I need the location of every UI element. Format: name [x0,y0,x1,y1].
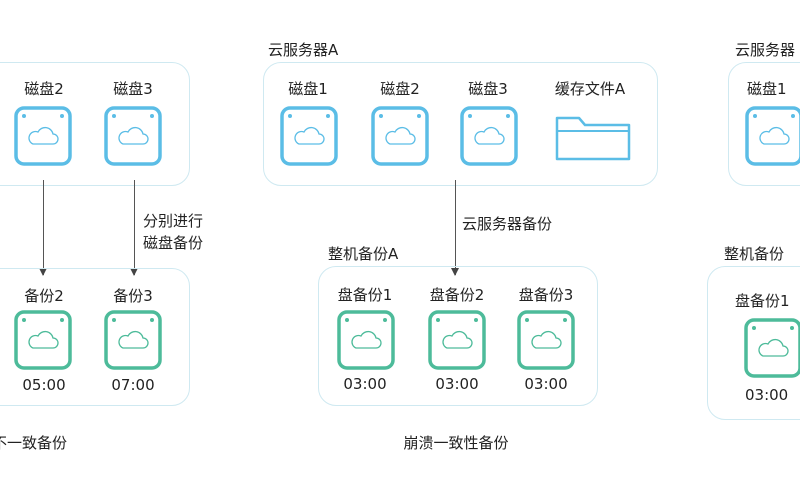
middle-server-box [263,62,658,186]
server-title: 云服务器A [268,41,339,59]
right-server-box [728,62,800,186]
backup-label: 备份2 [24,287,64,305]
disk-cloud-icon [104,106,162,166]
middle-backup-box [318,266,598,406]
backup-cloud-icon [337,310,395,370]
left-backup-box [0,268,190,406]
disk-label: 磁盘2 [380,80,420,98]
backup-label: 备份3 [113,287,153,305]
backup-cloud-icon [517,310,575,370]
backup-time: 03:00 [745,386,789,404]
backup-label: 盘备份1 [735,292,790,310]
arrow-label-line2: 磁盘备份 [143,234,204,252]
backup-time: 03:00 [435,375,479,393]
backup-label: 盘备份1 [337,286,393,304]
caption: 崩溃一致性备份 [403,434,509,452]
disk-cloud-icon [14,106,72,166]
backup-cloud-icon [14,310,72,370]
backup-time: 03:00 [343,375,387,393]
cache-label: 缓存文件A [554,80,626,98]
arrow-label: 云服务器备份 [462,215,553,233]
backup-title: 整机备份 [724,245,785,263]
backup-cloud-icon [744,318,800,378]
disk-label: 磁盘3 [113,80,153,98]
disk-label: 磁盘3 [468,80,508,98]
caption: 不一致备份 [0,434,68,452]
backup-label: 盘备份2 [429,286,485,304]
backup-time: 03:00 [524,375,568,393]
right-backup-box [707,266,800,420]
server-title: 云服务器 [735,41,796,59]
disk-cloud-icon [280,106,338,166]
left-server-box [0,62,190,186]
arrow-label-line1: 分别进行 [143,212,204,230]
backup-arrow [130,180,138,276]
backup-arrow [39,180,47,276]
disk-cloud-icon [745,106,800,166]
backup-cloud-icon [428,310,486,370]
backup-title: 整机备份A [328,245,399,263]
disk-cloud-icon [460,106,518,166]
disk-cloud-icon [371,106,429,166]
disk-label: 磁盘2 [24,80,64,98]
folder-icon [555,116,631,161]
backup-time: 07:00 [111,376,155,394]
backup-cloud-icon [104,310,162,370]
backup-time: 05:00 [22,376,66,394]
backup-arrow [451,180,459,276]
disk-label: 磁盘1 [747,80,787,98]
disk-label: 磁盘1 [288,80,328,98]
backup-label: 盘备份3 [518,286,574,304]
